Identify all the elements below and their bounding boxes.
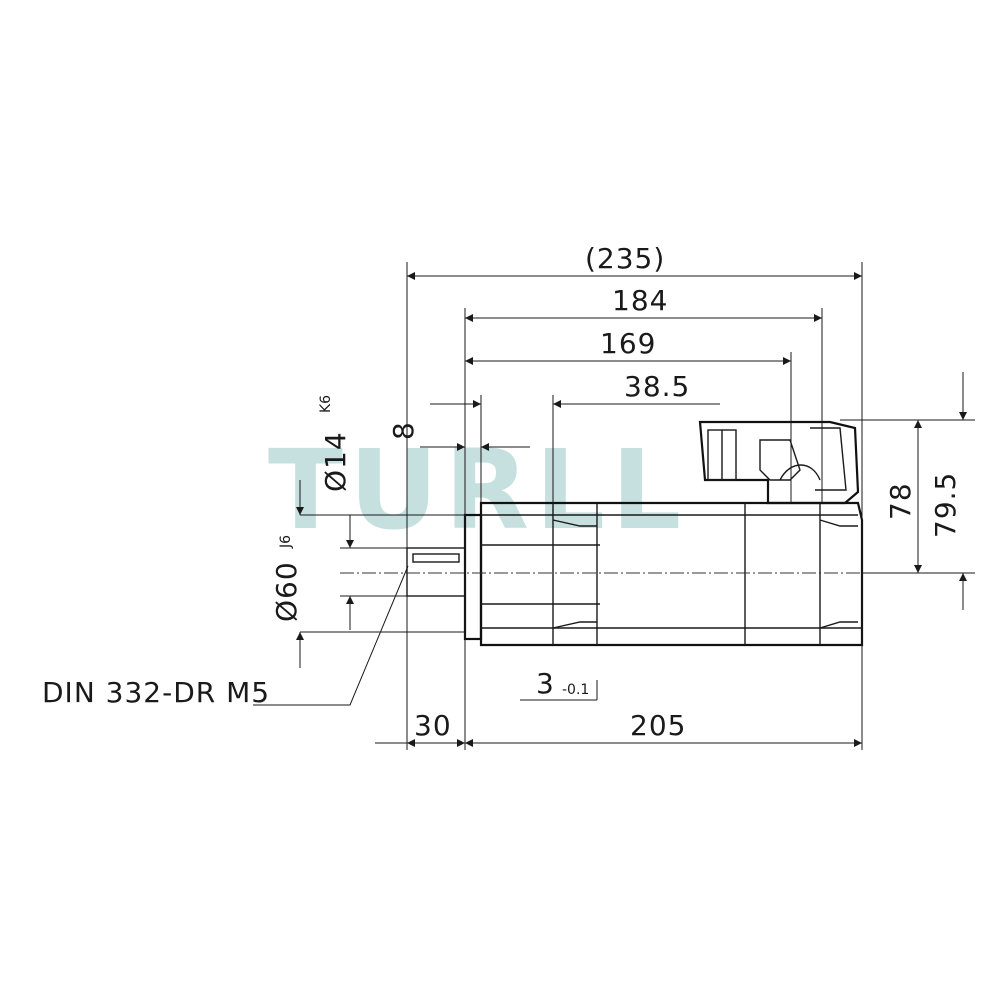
motor-outline: [406, 420, 864, 647]
dim-14-tolerance: K6: [318, 395, 334, 413]
dim-60-tolerance: J6: [278, 535, 294, 549]
dim-78-label: 78: [884, 482, 917, 520]
dim-60-label: Ø60: [270, 561, 303, 622]
dim-3-tolerance: -0.1: [562, 682, 589, 698]
shaft-key: [412, 553, 460, 563]
dim-184-label: 184: [612, 284, 668, 317]
thread-callout-leader: [253, 565, 409, 706]
shaft: [406, 547, 466, 597]
dim-overall-label: (235): [585, 242, 665, 275]
dim-3-label: 3: [536, 667, 555, 700]
dim-169-label: 169: [600, 327, 656, 360]
dim-30-label: 30: [414, 709, 452, 742]
dim-205-label: 205: [630, 709, 686, 742]
dim-38-5-label: 38.5: [624, 370, 690, 403]
connector-housing: [698, 420, 860, 505]
dim-79-5-label: 79.5: [929, 472, 962, 538]
dimension-lines: [253, 272, 967, 747]
watermark-text: TURLL: [268, 426, 687, 554]
dim-14-label: Ø14: [319, 431, 352, 492]
thread-note: DIN 332-DR M5: [42, 676, 270, 709]
dim-8-label: 8: [387, 421, 420, 440]
extension-lines: [300, 262, 975, 750]
